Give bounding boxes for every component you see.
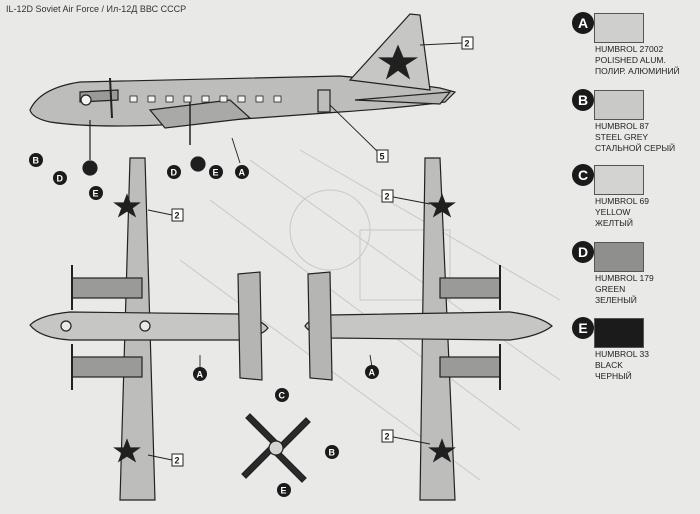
legend-letter: E [572,317,594,339]
svg-text:D: D [171,168,178,178]
callout-d-side-2: D [167,165,181,179]
legend-item-e: E HUMBROL 33 BLACK ЧЕРНЫЙ [572,313,700,403]
paint-code: HUMBROL 33 [595,349,650,359]
svg-text:2: 2 [385,432,390,442]
callout-e-side-2: E [209,165,223,179]
callout-5-side: 5 [376,149,389,163]
callout-2-top-lower: 2 [171,453,184,467]
color-legend: A HUMBROL 27002 POLISHED ALUM. ПОЛИР. АЛ… [572,0,700,514]
paint-name: STEEL GREY [595,132,649,142]
color-swatch [594,90,644,120]
leader-lines [147,42,463,461]
paint-name: YELLOW [595,207,631,217]
legend-item-d: D HUMBROL 179 GREEN ЗЕЛЕНЫЙ [572,237,700,327]
svg-text:E: E [281,486,287,496]
color-swatch [594,242,644,272]
callouts: A A A B B C D D E E E 2 5 2 2 2 2 [29,36,474,497]
callout-a-top: A [193,367,207,381]
paint-code: HUMBROL 69 [595,196,650,206]
callout-b-side: B [29,153,43,167]
svg-text:B: B [33,156,40,166]
svg-text:B: B [329,448,336,458]
callout-b-prop: B [325,445,339,459]
paint-name-ru: ЧЕРНЫЙ [595,371,632,381]
paint-name: POLISHED ALUM. [595,55,666,65]
color-swatch [594,165,644,195]
callout-2-tail: 2 [461,36,474,50]
svg-text:5: 5 [380,152,385,162]
callout-e-prop: E [277,483,291,497]
svg-text:E: E [213,168,219,178]
svg-text:A: A [197,370,204,380]
callout-2-bottom-upper: 2 [381,189,394,203]
callout-c-prop: C [275,388,289,402]
legend-item-a: A HUMBROL 27002 POLISHED ALUM. ПОЛИР. АЛ… [572,8,700,98]
svg-text:2: 2 [465,39,470,49]
legend-item-c: C HUMBROL 69 YELLOW ЖЕЛТЫЙ [572,160,700,250]
svg-text:E: E [93,189,99,199]
callout-e-side-1: E [89,186,103,200]
paint-name-ru: СТАЛЬНОЙ СЕРЫЙ [595,143,676,153]
paint-name-ru: ЗЕЛЕНЫЙ [595,295,637,305]
legend-item-b: B HUMBROL 87 STEEL GREY СТАЛЬНОЙ СЕРЫЙ [572,85,700,175]
svg-text:D: D [57,174,64,184]
bottom-view-aircraft [304,157,553,501]
callout-2-bottom-lower: 2 [381,429,394,443]
legend-letter: A [572,12,594,34]
svg-text:2: 2 [385,192,390,202]
paint-code: HUMBROL 179 [595,273,654,283]
svg-text:2: 2 [175,456,180,466]
legend-letter: C [572,164,594,186]
svg-text:2: 2 [175,211,180,221]
svg-text:C: C [279,391,286,401]
color-swatch [594,13,644,43]
side-view-aircraft [29,13,457,176]
callout-a-side: A [235,165,249,179]
legend-letter: D [572,241,594,263]
callout-2-top-upper: 2 [171,208,184,222]
paint-code: HUMBROL 27002 [595,44,664,54]
paint-code: HUMBROL 87 [595,121,650,131]
propeller-detail [241,413,311,483]
paint-name: GREEN [595,284,626,294]
callout-a-bottom: A [365,365,379,379]
svg-text:A: A [369,368,376,378]
paint-name-ru: ПОЛИР. АЛЮМИНИЙ [595,66,680,76]
color-swatch [594,318,644,348]
page-title: IL-12D Soviet Air Force / Ил-12Д ВВС ССС… [6,4,187,14]
callout-d-side-1: D [53,171,67,185]
paint-name-ru: ЖЕЛТЫЙ [595,218,633,228]
legend-letter: B [572,89,594,111]
svg-text:A: A [239,168,246,178]
top-view-aircraft [29,157,269,501]
paint-name: BLACK [595,360,623,370]
